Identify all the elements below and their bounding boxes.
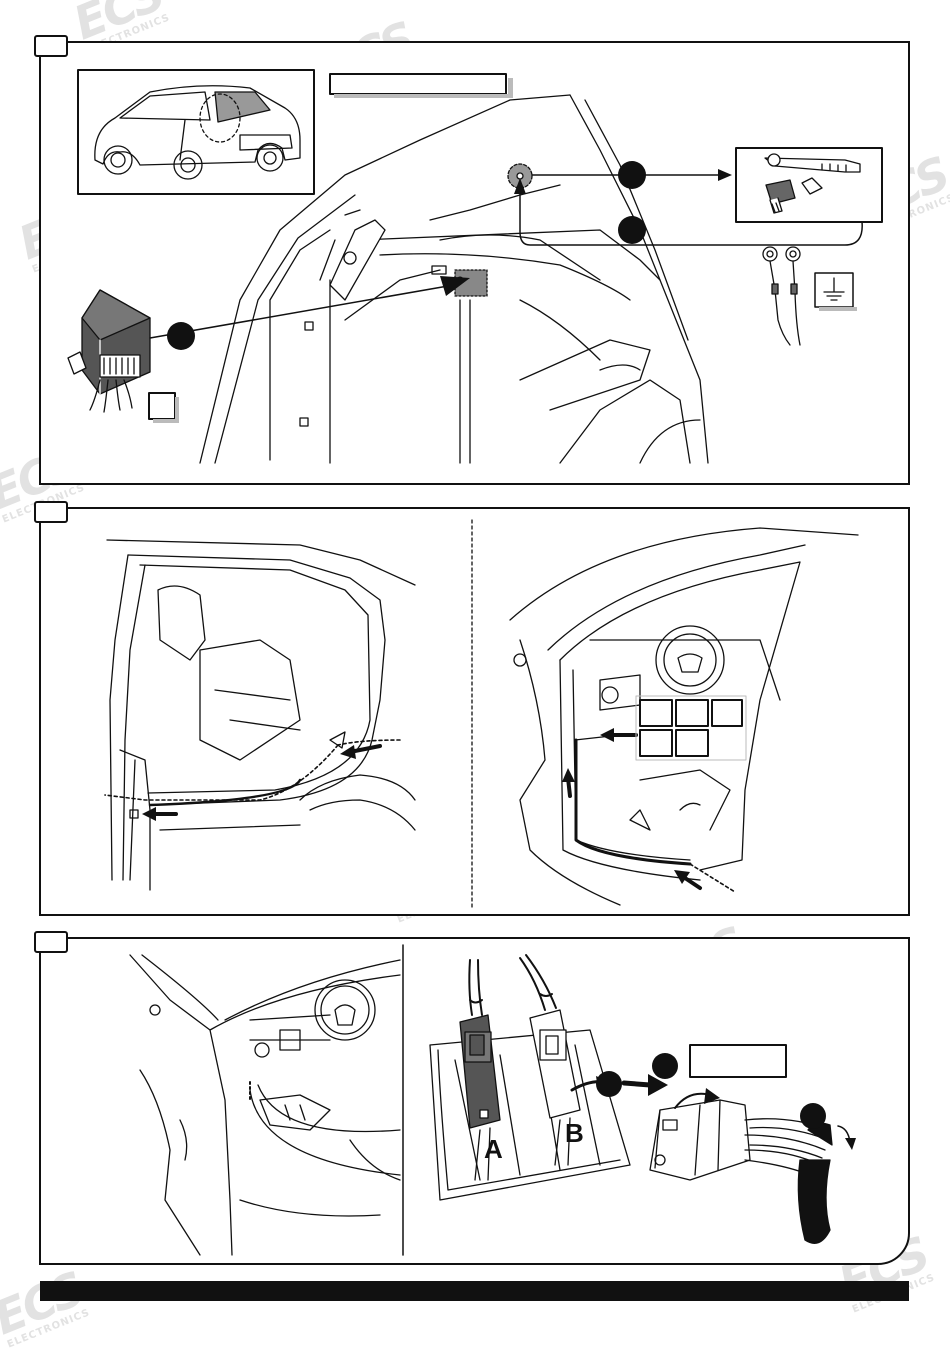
step-circle <box>800 1103 826 1129</box>
module-label-box <box>148 392 176 420</box>
trunk-interior-drawing <box>199 94 709 464</box>
plug-and-harness <box>649 1088 833 1244</box>
fuse-grid <box>635 695 747 761</box>
ground-icon <box>823 277 845 301</box>
step-circle <box>652 1053 678 1079</box>
tools-box <box>735 147 883 223</box>
rear-door-drawing <box>106 539 416 891</box>
step-circle <box>618 161 646 189</box>
label-box <box>689 1044 787 1078</box>
connector-a-label: A <box>484 1134 503 1164</box>
step-circle <box>596 1071 622 1097</box>
footer-bar <box>40 1281 909 1301</box>
car-thumbnail <box>77 69 315 195</box>
dashboard-drawing <box>129 954 401 1256</box>
step-1-number-tab <box>34 35 68 57</box>
connector-drawing <box>429 954 631 1201</box>
step-circle <box>618 216 646 244</box>
front-door-drawing <box>509 527 859 906</box>
step-2-number-tab <box>34 501 68 523</box>
connector-b-label: B <box>565 1118 584 1148</box>
step-2-panel <box>39 507 910 916</box>
step-circle <box>167 322 195 350</box>
control-module <box>67 289 151 413</box>
label-box <box>329 73 507 95</box>
ring-terminals <box>762 246 801 346</box>
step-3-number-tab <box>34 931 68 953</box>
